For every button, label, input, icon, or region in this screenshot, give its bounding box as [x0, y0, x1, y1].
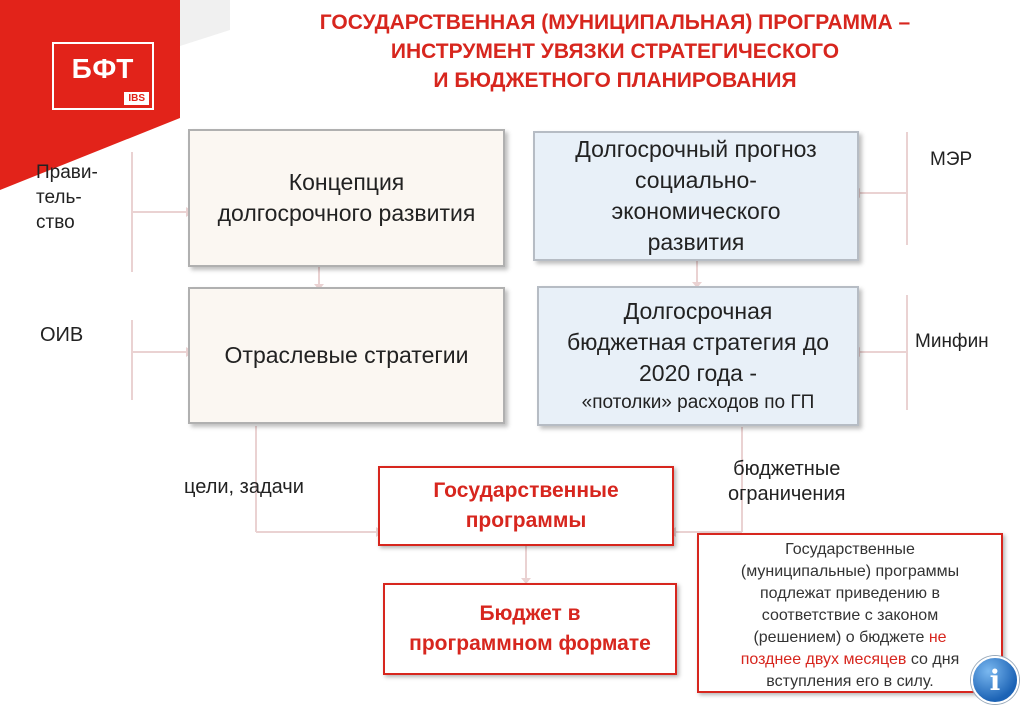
company-logo: БФТ IBS — [52, 42, 154, 110]
title-line-2: ИНСТРУМЕНТ УВЯЗКИ СТРАТЕГИЧЕСКОГО — [390, 40, 840, 63]
state-programs-box: Государственные программы — [378, 466, 674, 546]
label-minfin: Минфин — [915, 331, 989, 352]
slide-title: ГОСУДАРСТВЕННАЯ (МУНИЦИПАЛЬНАЯ) ПРОГРАММ… — [225, 8, 1005, 95]
forecast-box: Долгосрочный прогноз социально- экономич… — [533, 131, 859, 261]
title-line-1: ГОСУДАРСТВЕННАЯ (МУНИЦИПАЛЬНАЯ) ПРОГРАММ… — [319, 11, 911, 34]
label-budget-limits: бюджетные ограничения — [728, 458, 846, 505]
note-box: Государственные (муниципальные) программ… — [697, 533, 1003, 693]
budget-strategy-box: Долгосрочная бюджетная стратегия до 2020… — [537, 286, 859, 426]
info-icon[interactable]: i — [971, 656, 1019, 704]
concept-box: Концепция долгосрочного развития — [188, 129, 505, 267]
label-mer: МЭР — [930, 149, 973, 170]
label-oiv: ОИВ — [40, 324, 84, 346]
logo-text: БФТ — [71, 53, 135, 84]
program-budget-box: Бюджет в программном формате — [383, 583, 677, 675]
sector-strategies-box: Отраслевые стратегии — [188, 287, 505, 424]
label-goals: цели, задачи — [184, 476, 304, 498]
label-government: Прави- тель- ство — [36, 162, 98, 233]
logo-sub: IBS — [124, 92, 149, 105]
title-line-3: И БЮДЖЕТНОГО ПЛАНИРОВАНИЯ — [433, 69, 797, 92]
